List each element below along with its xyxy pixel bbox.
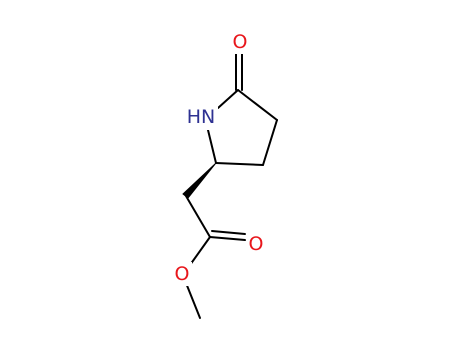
bond-n-c5 (217, 89, 239, 109)
bond-o-methyl (185, 282, 201, 319)
bond-cester-o-double-a (209, 236, 246, 241)
bond-cester-o-single (189, 236, 211, 266)
label-mask-carbonyl-o (246, 232, 266, 256)
atom-carbonyl-oxygen-label: O (249, 233, 264, 255)
atom-ketone-oxygen-label: O (233, 31, 248, 53)
wedge-bond-c2-ch2 (182, 162, 217, 199)
bond-c5-c4 (237, 89, 278, 121)
label-mask-nitrogen (184, 104, 218, 130)
bond-ch2-cester (185, 195, 211, 238)
bond-c4-c3 (262, 119, 278, 166)
bond-cester-o-double-b (211, 230, 246, 235)
bond-c2-n (207, 129, 217, 164)
atom-ester-oxygen-label: O (175, 263, 190, 285)
bond-c3-c2 (215, 162, 264, 166)
label-mask-ketone-o (230, 30, 250, 54)
label-mask-ester-o (172, 262, 192, 286)
atom-nitrogen-label: HN (187, 106, 216, 128)
